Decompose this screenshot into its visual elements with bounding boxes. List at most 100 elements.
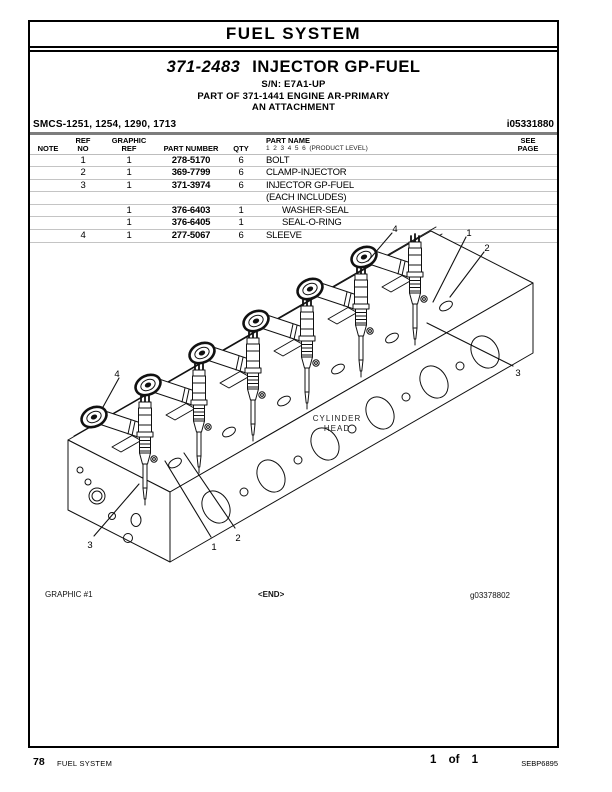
callout-label: 3 xyxy=(515,368,520,379)
end-face-holes xyxy=(76,466,142,543)
callout-leader xyxy=(367,232,393,262)
cell-part-number: 277-5067 xyxy=(171,230,211,242)
table-top-rule xyxy=(30,131,557,135)
cell-note xyxy=(30,192,66,204)
cell-part-name: (EACH INCLUDES) xyxy=(266,192,347,204)
parent-assembly: PART OF 371-1441 ENGINE AR-PRIMARY xyxy=(197,90,390,102)
cell-ref-no: 4 xyxy=(80,230,86,242)
callout-label: 4 xyxy=(392,224,397,235)
callout-labels: 4 1 2 3 4 3 1 2 xyxy=(87,224,520,553)
callout-label: 2 xyxy=(235,533,240,544)
col-header-see-line1: SEE xyxy=(520,135,536,145)
cell-part-name: WASHER-SEAL xyxy=(282,204,349,216)
table-row: 4 1 277-5067 6 SLEEVE xyxy=(30,230,557,243)
cell-see-page xyxy=(499,167,557,179)
footer-sheet-count: 1 of 1 xyxy=(430,754,479,766)
col-header-see-page: SEE PAGE xyxy=(499,135,557,153)
graphic-caption: GRAPHIC #1 xyxy=(45,590,93,599)
cell-qty: 6 xyxy=(238,230,244,242)
section-banner: FUEL SYSTEM xyxy=(30,22,557,48)
cell-qty: 6 xyxy=(238,154,244,166)
col-header-part-number: PART NUMBER xyxy=(163,143,219,153)
cell-graphic-ref: 1 xyxy=(126,167,132,179)
banner-divider xyxy=(30,50,557,52)
cell-part-number: 369-7799 xyxy=(171,167,211,179)
cell-part-number: 376-6405 xyxy=(171,217,211,229)
callout-leader xyxy=(426,322,514,367)
cell-see-page xyxy=(499,205,557,217)
cell-graphic-ref: 1 xyxy=(126,204,132,216)
callout-leader xyxy=(93,483,140,537)
cell-qty: 1 xyxy=(238,217,244,229)
cell-note xyxy=(30,155,66,167)
col-header-graphic-ref: GRAPHIC REF xyxy=(100,135,158,153)
cell-graphic-ref: 1 xyxy=(126,179,132,191)
col-header-graphic-line2: REF xyxy=(121,143,137,153)
section-title: FUEL SYSTEM xyxy=(225,24,362,43)
assembly-part-name: INJECTOR GP-FUEL xyxy=(252,58,421,76)
cell-see-page xyxy=(499,155,557,167)
cell-qty: 1 xyxy=(238,204,244,216)
cell-ref-no: 3 xyxy=(80,179,86,191)
callout-leader xyxy=(164,460,212,538)
parts-table: NOTE REF NO GRAPHIC REF PART NUMBER QTY … xyxy=(30,135,557,243)
cell-part-name: CLAMP-INJECTOR xyxy=(266,167,347,179)
attachment-note: AN ATTACHMENT xyxy=(251,102,336,113)
cell-note xyxy=(30,167,66,179)
svg-text:CYLINDER: CYLINDER xyxy=(313,414,361,423)
cell-note xyxy=(30,180,66,192)
clamp-bolts xyxy=(150,295,428,463)
cell-part-number: 371-3974 xyxy=(171,179,211,191)
footer-section: FUEL SYSTEM xyxy=(57,759,113,768)
table-header: NOTE REF NO GRAPHIC REF PART NUMBER QTY … xyxy=(30,135,557,155)
callout-leader xyxy=(432,236,467,303)
cell-see-page xyxy=(499,192,557,204)
end-marker: <END> xyxy=(258,590,285,599)
table-row: 1 376-6405 1 SEAL-O-RING xyxy=(30,217,557,231)
exhaust-ports xyxy=(201,335,500,524)
col-header-qty: QTY xyxy=(233,143,249,153)
cell-ref-no xyxy=(66,205,100,217)
cell-note xyxy=(30,205,66,217)
media-item-id: i05331880 xyxy=(506,118,554,130)
col-header-part-name-text: PART NAME xyxy=(266,136,311,145)
callout-label: 1 xyxy=(466,228,471,239)
cell-graphic-ref: 1 xyxy=(126,154,132,166)
assembly-part-number: 371-2483 xyxy=(166,58,241,76)
cell-part-number: 278-5170 xyxy=(171,154,211,166)
footer-media-number: SEBP6895 xyxy=(521,759,558,768)
cell-qty: 6 xyxy=(238,179,244,191)
col-header-product-level: 1 2 3 4 5 6 (PRODUCT LEVEL) xyxy=(266,145,368,152)
cell-part-name: SEAL-O-RING xyxy=(282,217,342,229)
table-row: 1 376-6403 1 WASHER-SEAL xyxy=(30,205,557,218)
graphic-id: g03378802 xyxy=(469,591,510,600)
callout-label: 3 xyxy=(87,540,92,551)
callout-leader xyxy=(183,452,236,529)
table-row: 2 1 369-7799 6 CLAMP-INJECTOR xyxy=(30,167,557,180)
cell-ref-no: 1 xyxy=(80,154,86,166)
cell-see-page xyxy=(499,180,557,192)
callout-leader xyxy=(449,251,485,298)
col-header-see-line2: PAGE xyxy=(517,143,539,153)
callout-label: 2 xyxy=(484,243,489,254)
table-row: (EACH INCLUDES) xyxy=(30,192,557,205)
cell-qty: 6 xyxy=(238,167,244,179)
col-header-ref-line1: REF xyxy=(75,135,91,145)
col-header-graphic-line1: GRAPHIC xyxy=(111,135,147,145)
cylinder-head-block xyxy=(67,230,534,563)
cell-part-number xyxy=(158,192,224,204)
serial-range: S/N: E7A1-UP xyxy=(261,79,326,90)
cylinder-head-label: CYLINDER HEAD xyxy=(313,414,361,433)
col-header-ref-line2: NO xyxy=(77,143,89,153)
footer-page-number: 78 xyxy=(33,756,45,768)
cell-graphic-ref: 1 xyxy=(126,230,132,242)
cell-part-name: INJECTOR GP-FUEL xyxy=(266,179,354,191)
cell-part-number: 376-6403 xyxy=(171,204,211,216)
col-header-part-name: PART NAME 1 2 3 4 5 6 (PRODUCT LEVEL) xyxy=(258,137,499,153)
cell-qty xyxy=(224,192,258,204)
top-face-holes xyxy=(168,300,453,469)
cell-ref-no: 2 xyxy=(80,167,86,179)
cell-graphic-ref: 1 xyxy=(126,217,132,229)
assembly-title: 371-2483 INJECTOR GP-FUEL xyxy=(30,59,557,76)
